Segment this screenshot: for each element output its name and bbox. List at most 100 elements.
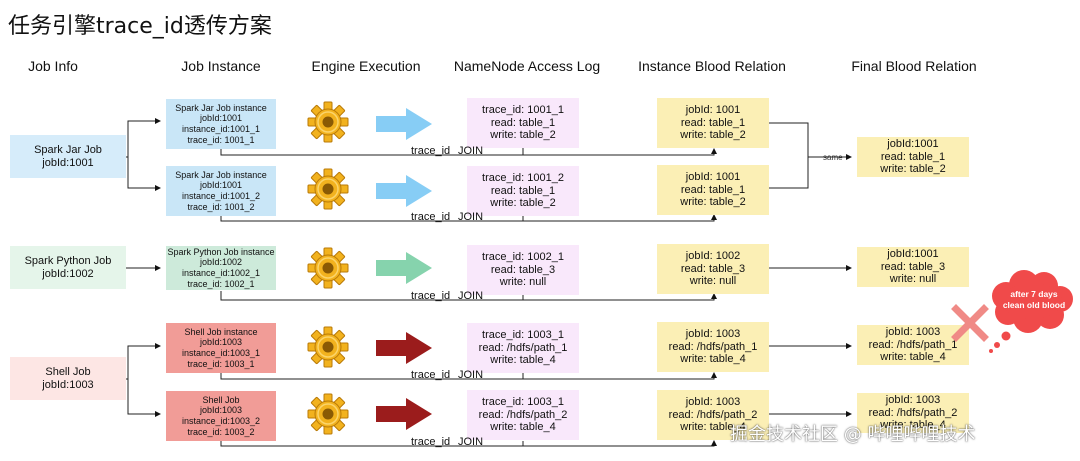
trace-id-label: trace_id bbox=[411, 436, 451, 448]
final-line: jobId:1001 bbox=[887, 137, 939, 150]
log-line: write: table_4 bbox=[490, 354, 556, 367]
job-box-1002: Spark Python Job jobId:1002 bbox=[10, 246, 126, 289]
log-line: trace_id: 1003_1 bbox=[482, 328, 564, 341]
namenode-log-box: trace_id: 1001_1 read: table_1 write: ta… bbox=[467, 98, 579, 148]
instance-box: Shell Job jobId:1003 instance_id:1003_2 … bbox=[166, 391, 276, 441]
blood-line: write: table_2 bbox=[680, 196, 746, 209]
log-line: read: /hdfs/path_1 bbox=[478, 341, 568, 354]
instance-blood-box: jobId: 1001 read: table_1 write: table_2 bbox=[657, 165, 769, 215]
header-instance-blood: Instance Blood Relation bbox=[638, 58, 786, 74]
arrow-right-icon bbox=[376, 252, 432, 284]
log-line: read: table_1 bbox=[490, 116, 556, 129]
arrow-right-icon bbox=[376, 108, 432, 140]
log-line: trace_id: 1001_1 bbox=[482, 103, 564, 116]
join-label: JOIN bbox=[458, 211, 484, 223]
instance-blood-box: jobId: 1003 read: /hdfs/path_2 write: ta… bbox=[657, 390, 769, 440]
job-box-1001: Spark Jar Job jobId:1001 bbox=[10, 135, 126, 178]
blood-line: write: table_4 bbox=[680, 353, 746, 366]
instance-line: trace_id: 1002_1 bbox=[187, 278, 255, 289]
header-namenode-log: NameNode Access Log bbox=[453, 58, 601, 74]
delete-cross-icon bbox=[951, 304, 989, 342]
thought-cloud-icon bbox=[989, 270, 1073, 353]
join-label: JOIN bbox=[458, 369, 484, 381]
trace-id-label: trace_id bbox=[411, 145, 451, 157]
header-engine-execution: Engine Execution bbox=[311, 58, 421, 74]
instance-line: jobId:1001 bbox=[199, 180, 243, 191]
job-name: Shell Job bbox=[45, 365, 91, 378]
instance-line: trace_id: 1003_1 bbox=[187, 358, 255, 369]
job-id: jobId:1001 bbox=[42, 156, 94, 169]
blood-line: jobId: 1003 bbox=[685, 327, 741, 340]
instance-line: instance_id:1002_1 bbox=[181, 268, 261, 278]
final-line: jobId: 1003 bbox=[885, 393, 941, 406]
final-blood-box: jobId:1001 read: table_1 write: table_2 bbox=[857, 137, 969, 177]
blood-line: jobId: 1003 bbox=[685, 395, 741, 408]
final-line: read: table_1 bbox=[880, 150, 946, 163]
log-line: write: table_4 bbox=[490, 421, 556, 434]
job-id: jobId:1003 bbox=[42, 378, 94, 391]
blood-line: read: /hdfs/path_2 bbox=[668, 408, 758, 421]
blood-line: jobId: 1002 bbox=[685, 249, 741, 262]
instance-line: Spark Python Job instance bbox=[167, 246, 275, 257]
arrow-right-icon bbox=[376, 175, 432, 207]
blood-line: write: null bbox=[689, 275, 737, 288]
instance-line: instance_id:1003_1 bbox=[181, 348, 261, 358]
final-blood-box: jobId: 1003 read: /hdfs/path_2 write: ta… bbox=[857, 393, 969, 433]
instance-box: Shell Job instance jobId:1003 instance_i… bbox=[166, 323, 276, 373]
final-blood-box: jobId:1001 read: table_3 write: null bbox=[857, 247, 969, 287]
instance-line: instance_id:1001_2 bbox=[181, 191, 261, 201]
final-line: write: table_4 bbox=[880, 351, 946, 364]
namenode-log-box: trace_id: 1002_1 read: table_3 write: nu… bbox=[467, 245, 579, 295]
cloud-line: clean old blood bbox=[1002, 299, 1066, 310]
instance-line: Shell Job bbox=[202, 394, 240, 405]
instance-box: Spark Jar Job instance jobId:1001 instan… bbox=[166, 166, 276, 216]
instance-line: jobId:1003 bbox=[199, 337, 243, 348]
join-label: JOIN bbox=[458, 290, 484, 302]
job-id: jobId:1002 bbox=[42, 267, 94, 280]
blood-line: write: table_2 bbox=[680, 129, 746, 142]
gear-icon bbox=[307, 168, 349, 210]
instance-box: Spark Python Job instance jobId:1002 ins… bbox=[166, 246, 276, 290]
instance-line: trace_id: 1001_2 bbox=[187, 201, 255, 212]
page-title: 任务引擎trace_id透传方案 bbox=[8, 14, 272, 39]
log-line: write: table_2 bbox=[490, 129, 556, 142]
job-box-1003: Shell Job jobId:1003 bbox=[10, 357, 126, 400]
header-job-instance: Job Instance bbox=[181, 58, 261, 74]
job-name: Spark Python Job bbox=[24, 254, 112, 267]
header-final-blood: Final Blood Relation bbox=[851, 58, 977, 74]
header-job-info: Job Info bbox=[28, 58, 78, 74]
instance-line: Shell Job instance bbox=[184, 326, 258, 337]
arrow-right-icon bbox=[376, 332, 432, 364]
final-line: write: null bbox=[889, 273, 937, 286]
instance-line: jobId:1002 bbox=[199, 257, 243, 268]
job-name: Spark Jar Job bbox=[34, 143, 102, 156]
join-label: JOIN bbox=[458, 145, 484, 157]
instance-line: instance_id:1001_1 bbox=[181, 124, 261, 134]
final-line: read: /hdfs/path_2 bbox=[868, 406, 958, 419]
gear-icon bbox=[307, 326, 349, 368]
blood-line: read: /hdfs/path_1 bbox=[668, 340, 758, 353]
instance-line: Spark Jar Job instance bbox=[175, 102, 267, 113]
cloud-text: after 7 days clean old blood bbox=[994, 289, 1074, 310]
gear-icon bbox=[307, 247, 349, 289]
trace-id-label: trace_id bbox=[411, 369, 451, 381]
join-label: JOIN bbox=[458, 436, 484, 448]
log-line: trace_id: 1003_1 bbox=[482, 395, 564, 408]
blood-line: read: table_1 bbox=[680, 183, 746, 196]
log-line: read: /hdfs/path_2 bbox=[478, 408, 568, 421]
trace-id-label: trace_id bbox=[411, 211, 451, 223]
final-line: write: table_2 bbox=[880, 163, 946, 176]
instance-line: instance_id:1003_2 bbox=[181, 416, 261, 426]
same-label: same bbox=[823, 153, 843, 162]
log-line: read: table_1 bbox=[490, 184, 556, 197]
blood-line: jobId: 1001 bbox=[685, 103, 741, 116]
log-line: read: table_3 bbox=[490, 263, 556, 276]
namenode-log-box: trace_id: 1003_1 read: /hdfs/path_2 writ… bbox=[467, 390, 579, 440]
final-line: read: table_3 bbox=[880, 260, 946, 273]
final-line: write: table_4 bbox=[880, 419, 946, 432]
blood-line: read: table_3 bbox=[680, 262, 746, 275]
instance-line: jobId:1003 bbox=[199, 405, 243, 416]
final-line: read: /hdfs/path_1 bbox=[868, 338, 958, 351]
instance-blood-box: jobId: 1003 read: /hdfs/path_1 write: ta… bbox=[657, 322, 769, 372]
